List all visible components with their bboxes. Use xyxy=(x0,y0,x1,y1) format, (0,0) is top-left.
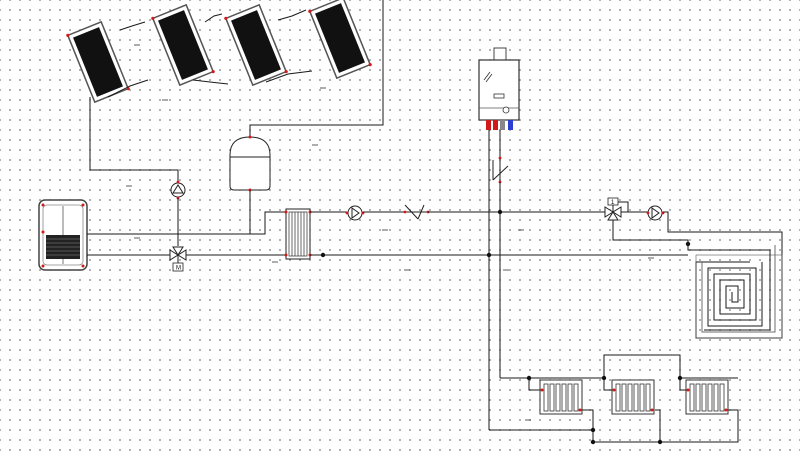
three-way-valve-ufh[interactable]: 1 xyxy=(604,197,629,221)
junction-node xyxy=(590,439,596,445)
ufh-circuit-pump[interactable] xyxy=(646,205,665,221)
wall-boiler[interactable] xyxy=(478,47,520,130)
check-valve-horizontal[interactable] xyxy=(403,204,430,220)
storage-tank[interactable] xyxy=(38,199,88,271)
solar-collector-4[interactable] xyxy=(308,0,373,80)
solar-collector-2[interactable] xyxy=(151,3,216,87)
radiator-flow-pipe[interactable] xyxy=(500,377,542,391)
plate-heat-exchanger[interactable] xyxy=(284,208,312,260)
primary-pump[interactable] xyxy=(345,205,365,221)
tank-coil xyxy=(46,235,80,259)
solar-return-pipe[interactable] xyxy=(249,0,384,137)
junction-node xyxy=(601,375,607,381)
expansion-vessel[interactable] xyxy=(229,135,271,192)
radiator-2[interactable] xyxy=(611,379,655,415)
junction-node xyxy=(590,427,596,433)
radiator-1[interactable] xyxy=(539,379,583,415)
radiator-3[interactable] xyxy=(685,379,729,415)
underfloor-heating-coil[interactable] xyxy=(687,244,783,339)
junction-node xyxy=(486,252,492,258)
junction-node xyxy=(497,209,503,215)
solar-flow-pipe[interactable] xyxy=(89,97,179,182)
solar-collector-1[interactable] xyxy=(66,20,131,104)
solar-collector-3[interactable] xyxy=(224,3,289,87)
radiator-return-pipe[interactable] xyxy=(489,409,739,443)
tank-flow-pipe[interactable] xyxy=(87,211,286,235)
junction-node xyxy=(677,375,683,381)
pipe-tick-marks xyxy=(126,44,654,421)
junction-node xyxy=(657,439,663,445)
solar-circuit-pump[interactable] xyxy=(170,180,186,200)
junction-node xyxy=(526,375,532,381)
valve-actuator-label: M xyxy=(176,266,181,272)
three-way-valve-solar[interactable]: M xyxy=(169,246,187,272)
valve-actuator-label: 1 xyxy=(611,200,615,206)
junction-node xyxy=(320,252,326,258)
check-valve-vertical[interactable] xyxy=(492,156,509,184)
solar-collector-array[interactable] xyxy=(66,0,373,104)
